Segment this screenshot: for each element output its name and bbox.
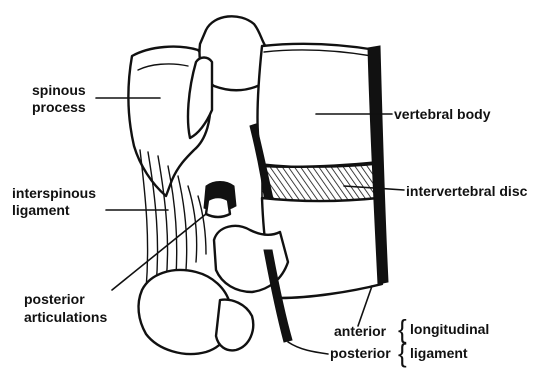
- label-interspinous-ligament-line1: interspinous: [12, 185, 96, 201]
- label-posterior-articulations-line1: posterior: [24, 291, 85, 307]
- label-posterior: posterior: [330, 345, 391, 361]
- label-anterior: anterior: [334, 323, 387, 339]
- label-longitudinal: longitudinal: [410, 321, 489, 337]
- intervertebral-disc: [262, 164, 378, 201]
- label-brace-lower: {: [398, 338, 407, 368]
- leader-posterior: [288, 342, 328, 354]
- label-posterior-articulations-line2: articulations: [24, 309, 107, 325]
- label-spinous-process-line2: process: [32, 99, 86, 115]
- label-spinous-process-line1: spinous: [32, 82, 86, 98]
- label-intervertebral-disc: intervertebral disc: [406, 183, 528, 199]
- label-ligament: ligament: [410, 345, 468, 361]
- upper-vertebral-body: [258, 44, 381, 167]
- label-interspinous-ligament-line2: ligament: [12, 202, 70, 218]
- leader-anterior: [358, 286, 372, 326]
- posterior-articulation-joint: [204, 182, 236, 218]
- label-vertebral-body: vertebral body: [394, 106, 491, 122]
